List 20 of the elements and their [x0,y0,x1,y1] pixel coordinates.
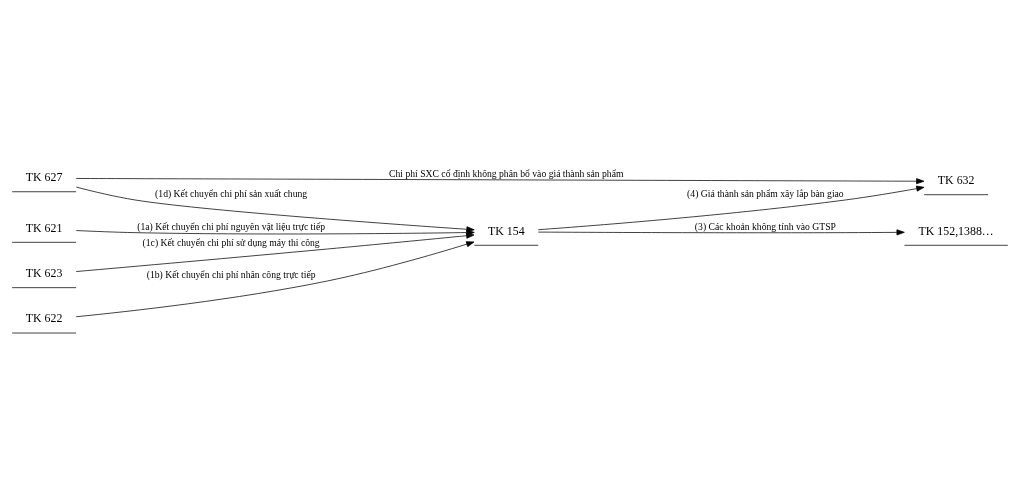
arrow [75,232,475,272]
edge-label: (1d) Kết chuyển chi phí sản xuất chung [155,187,308,199]
edge-label: (3) Các khoản không tính vào GTSP [694,220,836,232]
node-text: TK 623 [25,265,63,280]
arrow [75,186,475,232]
node-text: TK 632 [937,172,975,187]
edge-label: (1c) Kết chuyển chi phí sử dụng máy thi công [142,236,320,248]
node-text: TK 154 [487,223,525,238]
arrow [75,177,925,184]
edge-label: (1b) Kết chuyển chi phí nhân công trực tiếp [146,268,316,280]
node-text: TK 152,1388… [918,223,994,238]
node-text: TK 622 [25,310,63,325]
arrow [75,240,475,317]
node-text: TK 621 [25,220,63,235]
arrow [537,228,905,235]
edge-label: (4) Giá thành sản phẩm xây lắp bàn giao [687,187,844,199]
node-text: TK 627 [25,169,63,184]
arrow [538,185,925,230]
edge-label: Chi phí SXC cố định không phân bổ vào giá thành sản phẩm [389,167,624,179]
edge-label: (1a) Kết chuyển chi phí nguyên vật liệu trực tiếp [137,220,326,232]
